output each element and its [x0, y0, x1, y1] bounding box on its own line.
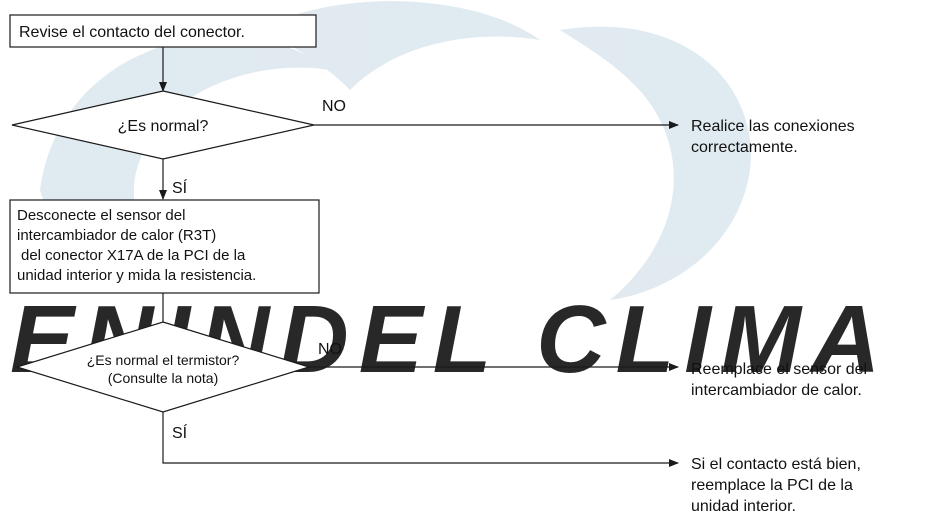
decision-2-line-2: (Consulte la nota)	[108, 370, 219, 386]
result-3-line-2: reemplace la PCI de la	[691, 477, 853, 494]
decision-1-yes-label: SÍ	[172, 178, 188, 197]
decision-1-text: ¿Es normal?	[118, 118, 209, 135]
action-box-line-2: intercambiador de calor (R3T)	[17, 227, 216, 244]
result-3-line-1: Si el contacto está bien,	[691, 456, 861, 473]
result-3-line-3: unidad interior.	[691, 498, 796, 515]
action-box	[9, 199, 320, 294]
result-1-line-2: correctamente.	[691, 139, 798, 156]
decision-2-line-1: ¿Es normal el termistor?	[87, 352, 240, 368]
action-box-line-4: unidad interior y mida la resistencia.	[17, 267, 256, 284]
decision-1-no-label: NO	[322, 98, 346, 115]
action-box-line-1: Desconecte el sensor del	[17, 207, 185, 224]
decision-2-yes-label: SÍ	[172, 423, 188, 442]
connector-decision2-yes	[162, 412, 679, 467]
action-box-line-3: del conector X17A de la PCI de la	[21, 247, 246, 264]
result-2-line-2: intercambiador de calor.	[691, 382, 862, 399]
watermark-swirl-top	[260, 1, 540, 91]
start-box	[9, 14, 317, 48]
result-2-line-1: Reemplace el sensor del	[691, 361, 867, 378]
watermark-swirl-right	[560, 26, 751, 301]
result-1-line-1: Realice las conexiones	[691, 118, 855, 135]
start-box-text: Revise el contacto del conector.	[19, 24, 245, 41]
decision-2-no-label: NO	[318, 341, 342, 358]
